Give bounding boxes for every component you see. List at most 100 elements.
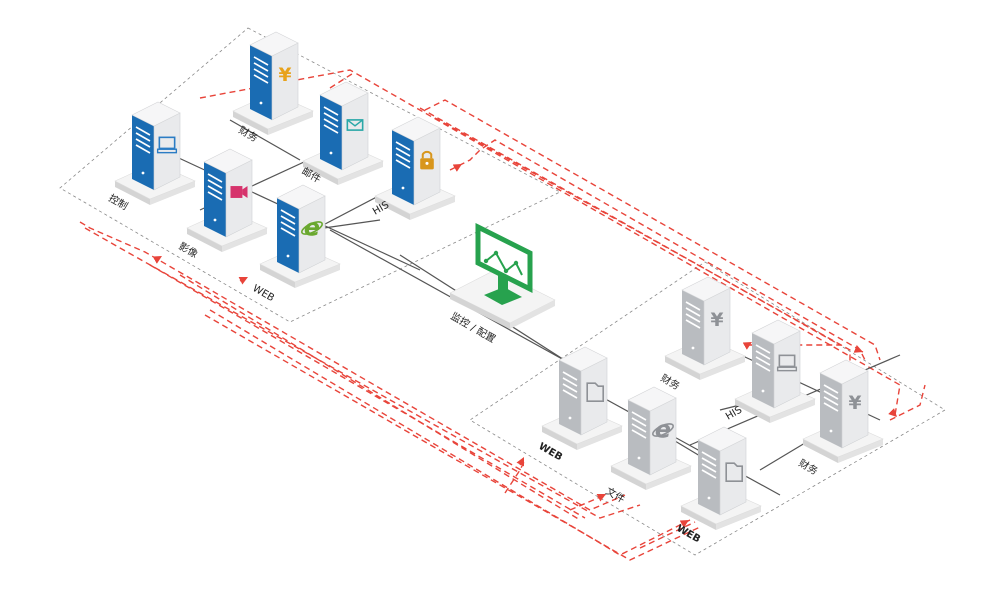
ie-icon: e [301,214,323,242]
platform-side [577,426,622,450]
vent-line [685,319,701,329]
server-video-main[interactable] [186,148,268,252]
server-top [276,184,326,210]
server-top [391,116,441,142]
platform-side [838,439,883,463]
vent-line [631,429,647,439]
server-web-backup-1[interactable] [541,346,623,450]
server-file-backup[interactable]: e [610,386,692,490]
power-led [829,429,833,433]
server-front [204,162,226,237]
vent-line [135,126,151,136]
replication-line [149,264,586,519]
vent-line [685,301,701,311]
vent-line [395,153,411,163]
platform-side [611,466,646,490]
platform-side [542,426,577,450]
mail-icon [346,119,364,131]
vent-line [755,356,771,366]
platform-side [338,161,383,185]
ie-icon: e [652,416,674,444]
platform-side [716,506,761,530]
network-link [759,439,811,471]
vent-line [135,132,151,142]
vent-line [253,74,269,84]
folder-icon [725,462,743,482]
monitor-platform-side [450,293,510,329]
vent-line [207,191,223,201]
platform-side [681,506,716,530]
server-front [320,95,342,170]
server-front [698,440,720,515]
replication-arrow [238,276,249,285]
monitor-chart-point [493,250,499,256]
vent-line [323,106,339,116]
yen-icon: ¥ [710,310,723,331]
platform-side [233,111,268,135]
server-front [628,400,650,475]
server-mail-main[interactable] [302,81,384,185]
replication-line [199,69,901,416]
server-side [225,159,253,238]
server-web-backup-2[interactable] [680,426,762,530]
platform-side [115,181,150,205]
svg-text:¥: ¥ [278,65,291,86]
vent-line [562,389,578,399]
platform-side [295,264,340,288]
platform-side [770,399,815,423]
server-side [341,92,369,171]
power-led [141,171,145,175]
primary-zone-boundary [59,27,561,323]
server-control-main[interactable] [114,101,196,205]
label-web-backup-1: WEB [537,441,565,463]
server-top [319,81,369,107]
server-finance-main[interactable]: ¥ [232,31,314,135]
power-led [329,151,333,155]
replication-arrow [742,341,753,350]
platform-side [222,228,267,252]
network-link [579,384,781,496]
replication-line [424,99,881,361]
server-lock-main[interactable] [374,116,456,220]
yen-icon: ¥ [278,65,291,86]
vent-line [701,451,717,461]
monitor-chart-point [513,260,519,266]
label-control-main: 控制 [107,191,131,212]
server-web-main[interactable]: e [259,184,341,288]
svg-text:e: e [655,416,671,444]
label-finance-backup-2: 财务 [797,456,821,477]
platform-side [187,228,222,252]
server-top [697,426,747,452]
vent-line [631,417,647,427]
vent-line [207,185,223,195]
platform-side [803,439,838,463]
monitor-station[interactable] [449,222,556,329]
replication-arrow [853,344,864,353]
vent-line [755,350,771,360]
server-front [682,290,704,365]
replication-lines [79,69,926,561]
server-finance-backup-2[interactable]: ¥ [802,359,884,463]
servers: ¥ e ¥ ¥ e [114,31,884,530]
vent-line [207,179,223,189]
vent-line [395,147,411,157]
platform-side [646,466,691,490]
vent-line [631,411,647,421]
vent-line [701,463,717,473]
replication-line [449,139,866,361]
server-front [392,130,414,205]
computer-icon [776,354,798,372]
monitor-chart-point [483,258,489,264]
server-his-backup[interactable] [734,319,816,423]
vent-line [823,384,839,394]
computer-icon [156,136,178,154]
replication-arrow [679,519,690,528]
vent-line [823,390,839,400]
power-led [637,456,641,460]
platform-side [665,356,700,380]
platform-side [260,264,295,288]
power-led [568,416,572,420]
server-finance-backup-1[interactable]: ¥ [664,276,746,380]
replication-arrow [152,255,163,264]
